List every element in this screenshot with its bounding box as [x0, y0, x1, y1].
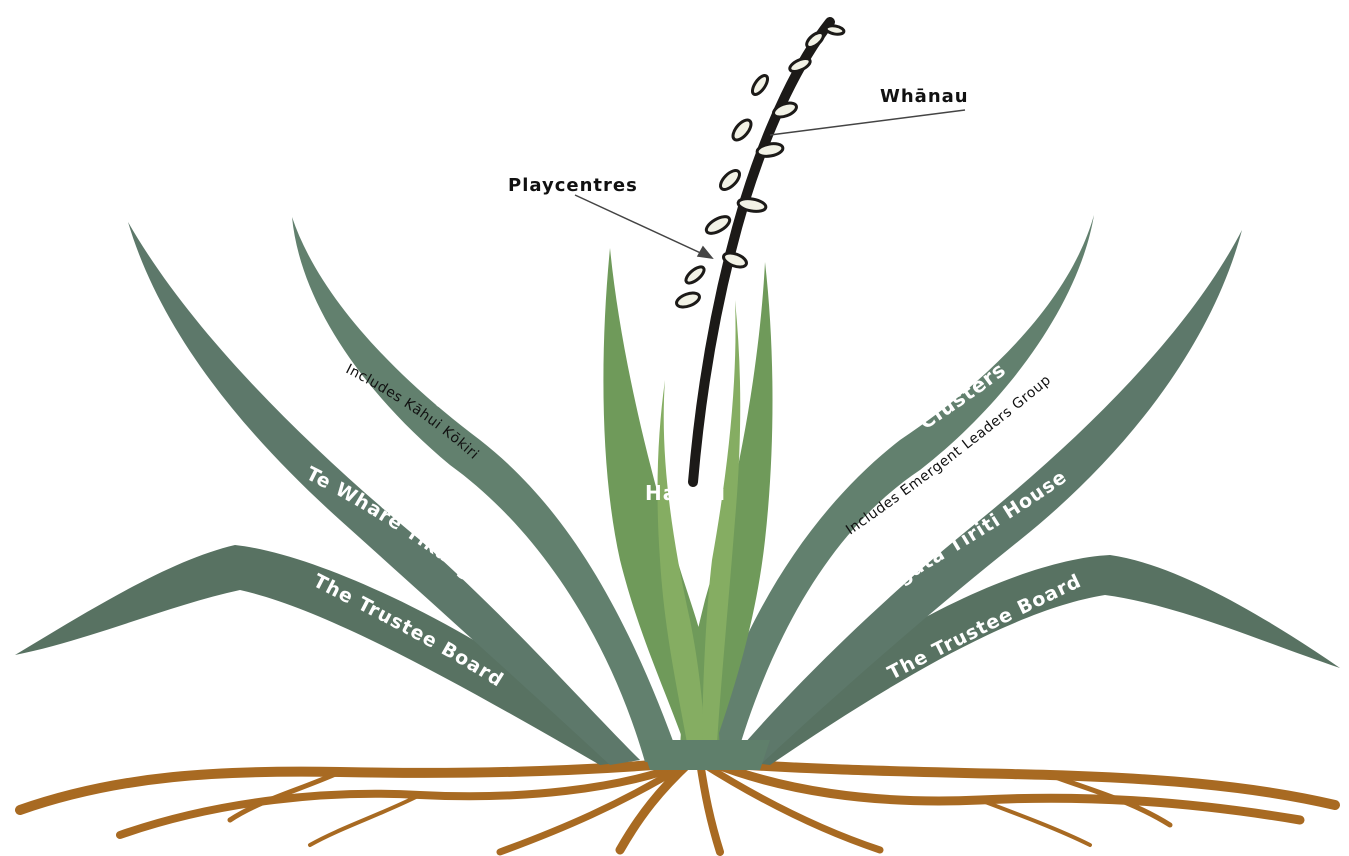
- hapori-label: Hapori: [645, 481, 726, 505]
- whanau-label: Whānau: [880, 86, 969, 107]
- leaves-right: [700, 215, 1340, 765]
- playcentres-label: Playcentres: [508, 175, 638, 196]
- roots: [20, 762, 1335, 852]
